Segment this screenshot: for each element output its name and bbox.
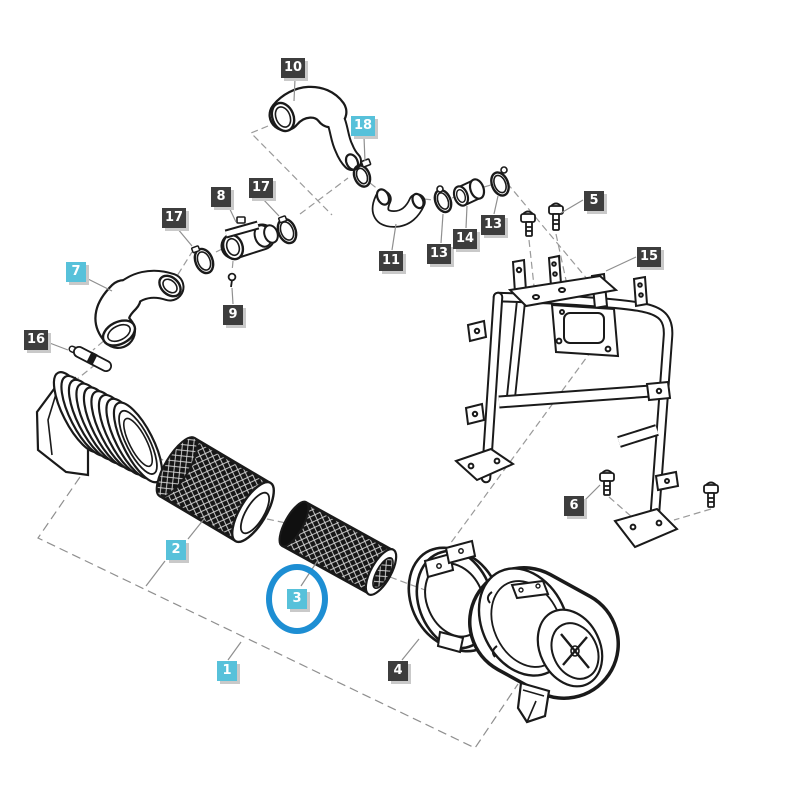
part-label-18[interactable]: 18 — [351, 116, 376, 136]
part-9-screw — [227, 272, 237, 288]
part-13-hose-clamp-right — [490, 166, 510, 197]
part-16-fitting — [68, 345, 112, 372]
part-label-3[interactable]: 3 — [287, 589, 307, 609]
part-6-bolts — [599, 469, 719, 508]
part-label-9[interactable]: 9 — [223, 305, 243, 325]
part-13-hose-clamp-left — [433, 185, 453, 214]
part-label-10[interactable]: 10 — [281, 58, 306, 78]
part-17-hose-clamp-left — [191, 245, 215, 275]
part-label-5[interactable]: 5 — [584, 191, 604, 211]
part-label-2[interactable]: 2 — [166, 540, 186, 560]
part-label-16[interactable]: 16 — [24, 330, 49, 350]
housing-ribbed-body — [52, 371, 164, 484]
part-11-hose — [371, 188, 426, 228]
part-label-15[interactable]: 15 — [637, 247, 662, 267]
air-cleaner-body — [468, 566, 620, 724]
part-18-hose-clamp — [352, 158, 372, 188]
part-10-elbow-hose — [268, 85, 362, 171]
part-label-13-a[interactable]: 13 — [427, 244, 452, 264]
part-label-14[interactable]: 14 — [453, 229, 478, 249]
part-2-primary-filter — [155, 436, 275, 544]
part-label-17-a[interactable]: 17 — [249, 178, 274, 198]
part-label-17-b[interactable]: 17 — [162, 208, 187, 228]
part-3-safety-filter — [278, 500, 398, 596]
highlight-circle — [266, 564, 328, 634]
part-14-connector-tube — [452, 178, 486, 207]
part-15-mounting-frame — [454, 254, 680, 549]
part-7-intake-hose — [94, 269, 185, 349]
construction-lines — [70, 125, 712, 591]
part-label-11[interactable]: 11 — [379, 251, 404, 271]
part-label-13-b[interactable]: 13 — [481, 215, 506, 235]
part-label-6[interactable]: 6 — [564, 496, 584, 516]
part-label-1[interactable]: 1 — [217, 661, 237, 681]
part-label-7[interactable]: 7 — [66, 262, 86, 282]
part-17-hose-clamp-right — [276, 215, 298, 245]
part-label-4[interactable]: 4 — [388, 661, 408, 681]
part-label-8[interactable]: 8 — [211, 187, 231, 207]
part-5-bolts — [520, 202, 564, 237]
part-8-sensor-body — [220, 216, 279, 261]
assembly-1-bracket-line — [37, 476, 519, 749]
